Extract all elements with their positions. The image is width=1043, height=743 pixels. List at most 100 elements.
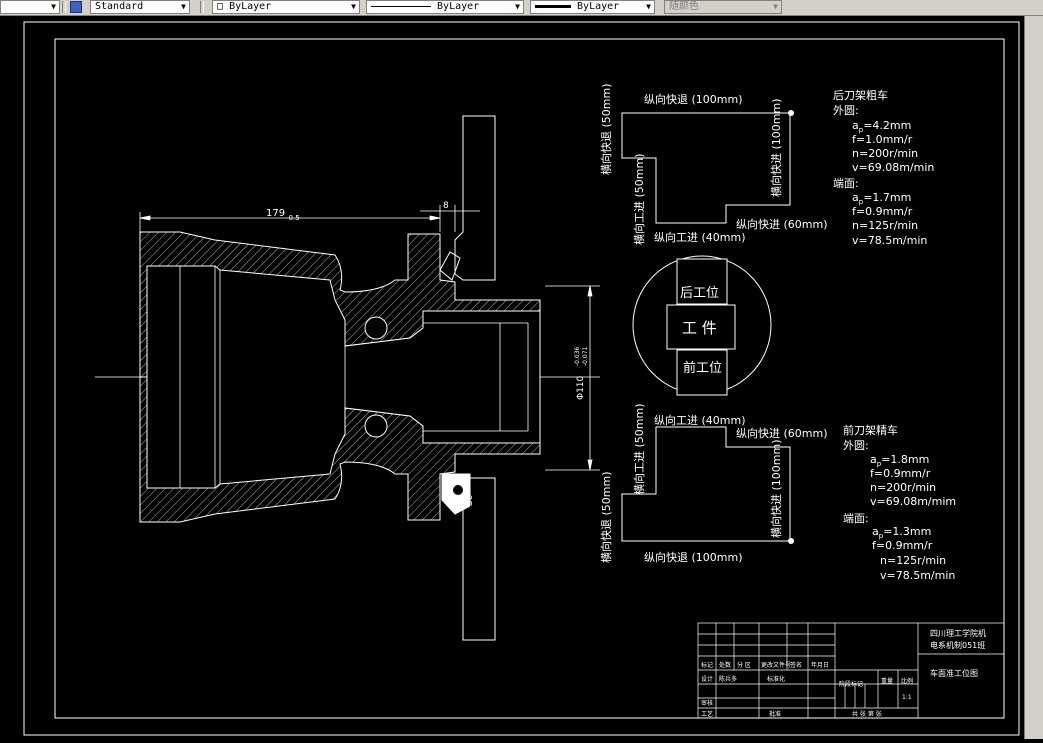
front-path-top-right-label: 纵向快进 (60mm) bbox=[736, 426, 828, 440]
lineweight-select[interactable]: ByLayer ▼ bbox=[530, 0, 655, 14]
station-diagram bbox=[632, 255, 772, 396]
rear-face-label: 端面: bbox=[833, 177, 859, 190]
front-face-n: n=125r/min bbox=[880, 554, 946, 567]
tb-header-count: 处数 bbox=[719, 661, 731, 669]
front-outer-f: f=0.9mm/r bbox=[870, 467, 931, 480]
drawing-canvas[interactable]: 179 -0.5 8 Φ110 -0.036 -0.071 30° 纵向快退 (… bbox=[0, 16, 1025, 739]
toolbar-left-dropdown-arrow[interactable]: ▼ bbox=[0, 0, 60, 14]
diameter-dimension bbox=[545, 285, 600, 471]
text-style-icon[interactable] bbox=[70, 1, 82, 13]
linetype-sample-icon bbox=[371, 5, 431, 7]
tb-header-sign: 签名 bbox=[790, 661, 802, 669]
front-path-left-label: 横向快退 (50mm) bbox=[599, 471, 613, 563]
tb-standard: 标准化 bbox=[767, 675, 785, 683]
color-select[interactable]: □ ByLayer ▼ bbox=[212, 0, 360, 14]
toolbar-separator bbox=[200, 1, 204, 13]
rear-tool-path bbox=[621, 112, 791, 224]
chevron-down-icon: ▼ bbox=[515, 2, 520, 11]
workpiece-label: 工 件 bbox=[682, 319, 717, 337]
rear-face-f: f=0.9mm/r bbox=[852, 205, 913, 218]
tb-drawing-name: 车面准工位图 bbox=[930, 668, 978, 678]
front-face-f: f=0.9mm/r bbox=[872, 539, 933, 552]
chevron-down-icon: ▼ bbox=[51, 2, 56, 11]
rear-path-right-label: 横向快进 (100mm) bbox=[769, 98, 783, 197]
front-outer-ap: ap=1.8mm bbox=[870, 453, 929, 468]
length-dim-text: 179 bbox=[266, 208, 285, 219]
tb-scale-value: 1:1 bbox=[902, 694, 912, 701]
tb-craft: 工艺 bbox=[701, 710, 713, 718]
chevron-down-icon: ▼ bbox=[773, 2, 778, 11]
tb-header-change: 更改文件号 bbox=[761, 661, 791, 669]
rear-face-ap: ap=1.7mm bbox=[852, 191, 911, 206]
rear-outer-label: 外圆: bbox=[833, 104, 859, 117]
front-path-inner-left-label: 横向工进 (50mm) bbox=[632, 403, 646, 495]
lineweight-sample-icon bbox=[535, 4, 571, 8]
tb-header-date: 年月日 bbox=[811, 661, 829, 669]
front-path-right-label: 横向快进 (100mm) bbox=[769, 439, 783, 538]
color-value: ByLayer bbox=[229, 1, 272, 12]
text-style-select[interactable]: Standard ▼ bbox=[90, 0, 190, 14]
plot-style-value: 随颜色 bbox=[669, 1, 699, 12]
diameter-dim-tol2: -0.071 bbox=[582, 346, 589, 366]
rear-outer-v: v=69.08m/min bbox=[852, 161, 934, 174]
length-dimension bbox=[139, 205, 480, 232]
rear-path-left-label: 横向快退 (50mm) bbox=[599, 83, 613, 175]
rear-station-label: 后工位 bbox=[680, 286, 719, 301]
text-style-value: Standard bbox=[95, 1, 144, 12]
linetype-select[interactable]: ByLayer ▼ bbox=[366, 0, 524, 14]
diameter-dim-tol: -0.036 bbox=[574, 346, 581, 366]
rear-path-start-dot bbox=[788, 110, 794, 116]
tb-weight: 重量 bbox=[881, 677, 893, 685]
front-params: 前刀架精车 外圆: ap=1.8mm f=0.9mm/r n=200r/min … bbox=[843, 423, 956, 582]
vertical-scrollbar[interactable] bbox=[1024, 16, 1043, 739]
front-outer-label: 外圆: bbox=[843, 439, 869, 452]
tb-school: 四川理工学院机 bbox=[930, 628, 986, 638]
tb-sheets: 共 张 第 张 bbox=[852, 710, 882, 718]
front-outer-n: n=200r/min bbox=[870, 481, 936, 494]
rear-outer-f: f=1.0mm/r bbox=[852, 133, 913, 146]
rear-path-top-label: 纵向快退 (100mm) bbox=[644, 92, 743, 106]
tb-header-mark: 标记 bbox=[701, 661, 713, 669]
front-tool-path bbox=[621, 426, 791, 542]
rear-outer-ap: ap=4.2mm bbox=[852, 119, 911, 134]
tb-scale: 比例 bbox=[901, 677, 913, 685]
rear-face-n: n=125r/min bbox=[852, 219, 918, 232]
tb-designer: 陈兵多 bbox=[719, 675, 737, 683]
front-tool bbox=[441, 473, 496, 641]
tb-approve: 批准 bbox=[769, 710, 781, 718]
linetype-value: ByLayer bbox=[437, 1, 480, 12]
front-path-top-left-label: 纵向工进 (40mm) bbox=[654, 413, 746, 427]
toolbar-separator bbox=[62, 1, 66, 13]
small-dim-text: 8 bbox=[443, 201, 449, 211]
rear-params: 后刀架粗车 外圆: ap=4.2mm f=1.0mm/r n=200r/min … bbox=[833, 88, 934, 247]
tb-header-zone: 分 区 bbox=[737, 661, 751, 669]
front-station-label: 前工位 bbox=[683, 360, 722, 376]
tb-class: 电系机制051班 bbox=[930, 640, 985, 650]
tb-review: 审核 bbox=[701, 699, 713, 707]
title-block bbox=[697, 622, 1005, 719]
diameter-dim-text: Φ110 bbox=[576, 375, 586, 400]
plot-style-select[interactable]: 随颜色 ▼ bbox=[664, 0, 782, 14]
rear-path-inner-left-label: 横向工进 (50mm) bbox=[632, 153, 646, 245]
chevron-down-icon: ▼ bbox=[351, 2, 356, 11]
length-dim-tol: -0.5 bbox=[286, 214, 300, 222]
outer-frame bbox=[23, 21, 1020, 736]
front-params-title: 前刀架精车 bbox=[843, 423, 898, 437]
front-outer-v: v=69.08m/mim bbox=[870, 495, 956, 508]
chevron-down-icon: ▼ bbox=[646, 2, 651, 11]
tb-stage: 阶段标记 bbox=[839, 680, 863, 688]
rear-outer-n: n=200r/min bbox=[852, 147, 918, 160]
color-swatch-icon: □ bbox=[217, 1, 224, 12]
inner-frame bbox=[54, 38, 1005, 719]
front-path-bottom-label: 纵向快退 (100mm) bbox=[644, 550, 743, 564]
properties-toolbar: ▼ Standard ▼ □ ByLayer ▼ ByLayer ▼ ByLayer ▼… bbox=[0, 0, 1043, 16]
rear-path-bottom-right-label: 纵向快进 (60mm) bbox=[736, 217, 828, 231]
chevron-down-icon: ▼ bbox=[181, 2, 186, 11]
rear-face-v: v=78.5m/min bbox=[852, 234, 927, 247]
lineweight-value: ByLayer bbox=[577, 1, 620, 12]
rear-path-bottom-left-label: 纵向工进 (40mm) bbox=[654, 230, 746, 244]
front-face-ap: ap=1.3mm bbox=[872, 525, 931, 540]
front-face-label: 端面: bbox=[843, 512, 869, 525]
rear-params-title: 后刀架粗车 bbox=[833, 88, 888, 102]
front-face-v: v=78.5m/min bbox=[880, 569, 955, 582]
